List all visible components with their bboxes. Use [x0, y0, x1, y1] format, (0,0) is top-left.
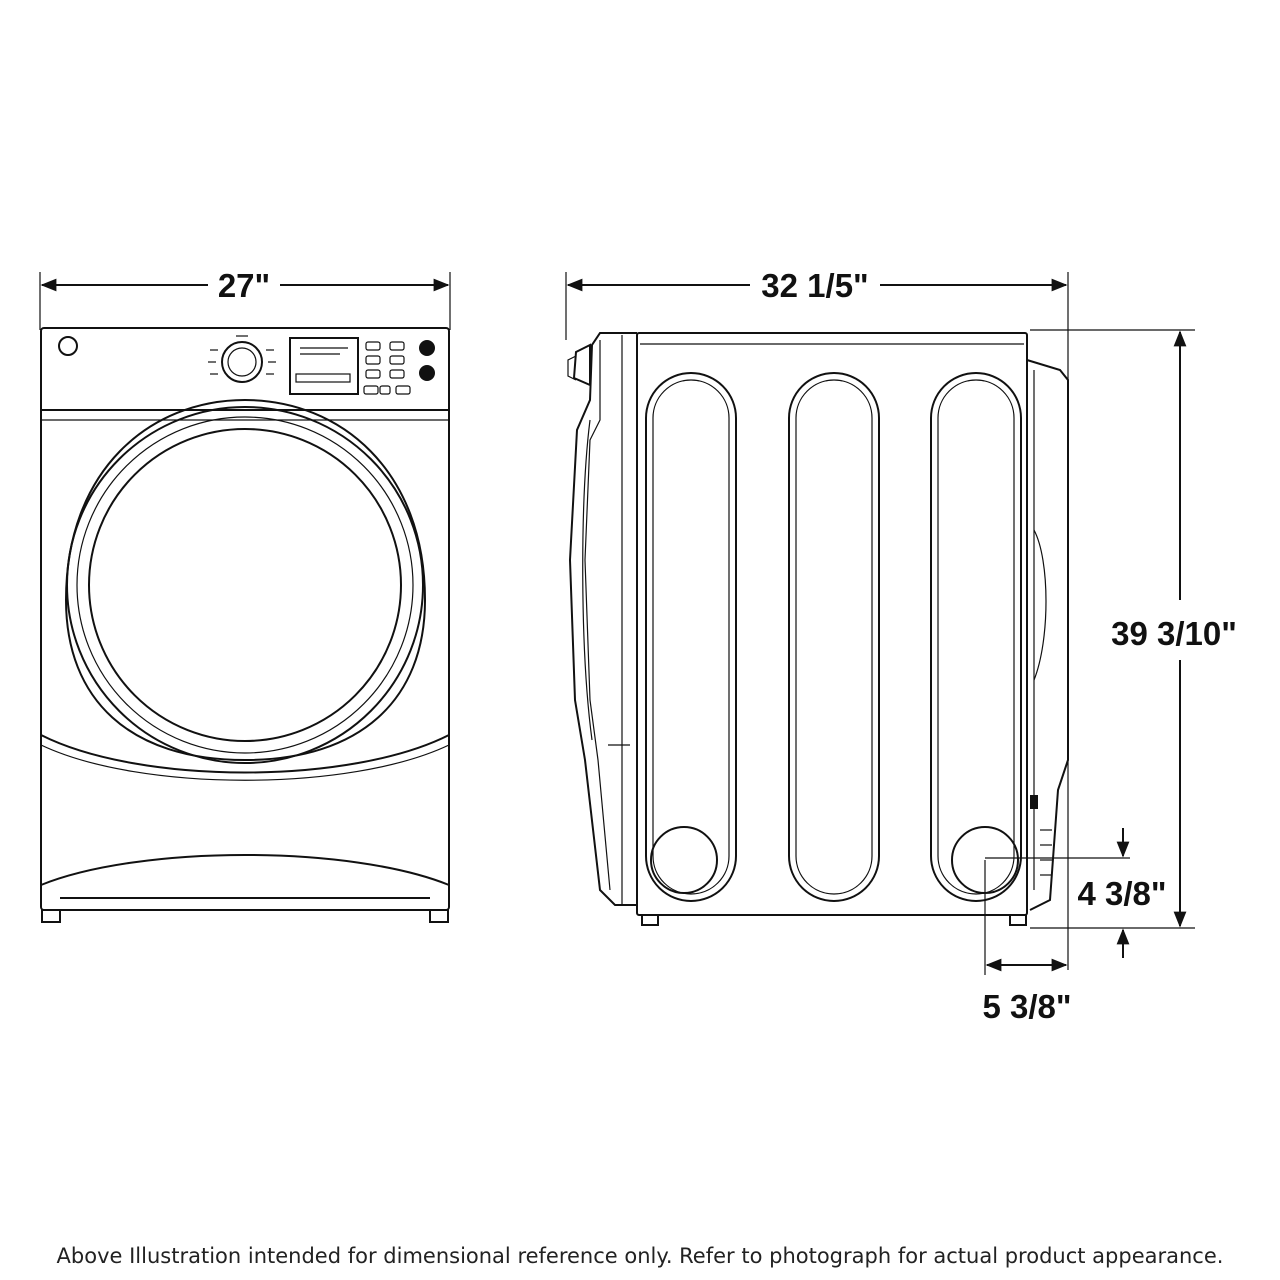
door-frame — [66, 406, 424, 764]
vent-offset-label: 5 3/8" — [982, 988, 1071, 1025]
power-button-icon — [419, 365, 435, 381]
vent-height-label: 4 3/8" — [1077, 875, 1166, 912]
dial-ticks — [208, 335, 276, 375]
front-width-label: 27" — [218, 267, 270, 304]
side-vent-circle-left — [650, 826, 718, 894]
side-view: 32 1/5" — [565, 267, 1237, 1025]
height-label: 39 3/10" — [1111, 615, 1237, 652]
rear-profile — [1026, 359, 1069, 911]
side-rib-1 — [645, 372, 737, 902]
side-cabinet — [636, 332, 1028, 916]
cycle-dial-icon — [221, 341, 263, 383]
front-view: 27" — [39, 267, 451, 923]
rear-grille — [1040, 829, 1052, 876]
side-foot-rear — [1009, 914, 1027, 926]
front-foot-right — [429, 909, 449, 923]
door-outer-ring — [64, 398, 427, 762]
lower-panel-curve — [40, 734, 450, 774]
disclaimer-caption: Above Illustration intended for dimensio… — [56, 1244, 1224, 1268]
display-panel — [289, 337, 359, 395]
door-glass — [88, 428, 402, 742]
base-curve — [40, 854, 450, 886]
rear-bulge — [1033, 529, 1047, 681]
control-buttons — [363, 341, 411, 395]
side-rib-3 — [930, 372, 1022, 902]
side-depth-label: 32 1/5" — [761, 267, 868, 304]
rear-connector-icon — [1030, 795, 1038, 809]
brand-logo-icon — [58, 336, 78, 356]
front-profile — [568, 332, 637, 906]
front-foot-left — [41, 909, 61, 923]
side-rib-2 — [788, 372, 880, 902]
side-knob-icon — [572, 343, 591, 387]
front-cabinet — [40, 327, 450, 911]
start-button-icon — [419, 340, 435, 356]
side-foot-front — [641, 914, 659, 926]
